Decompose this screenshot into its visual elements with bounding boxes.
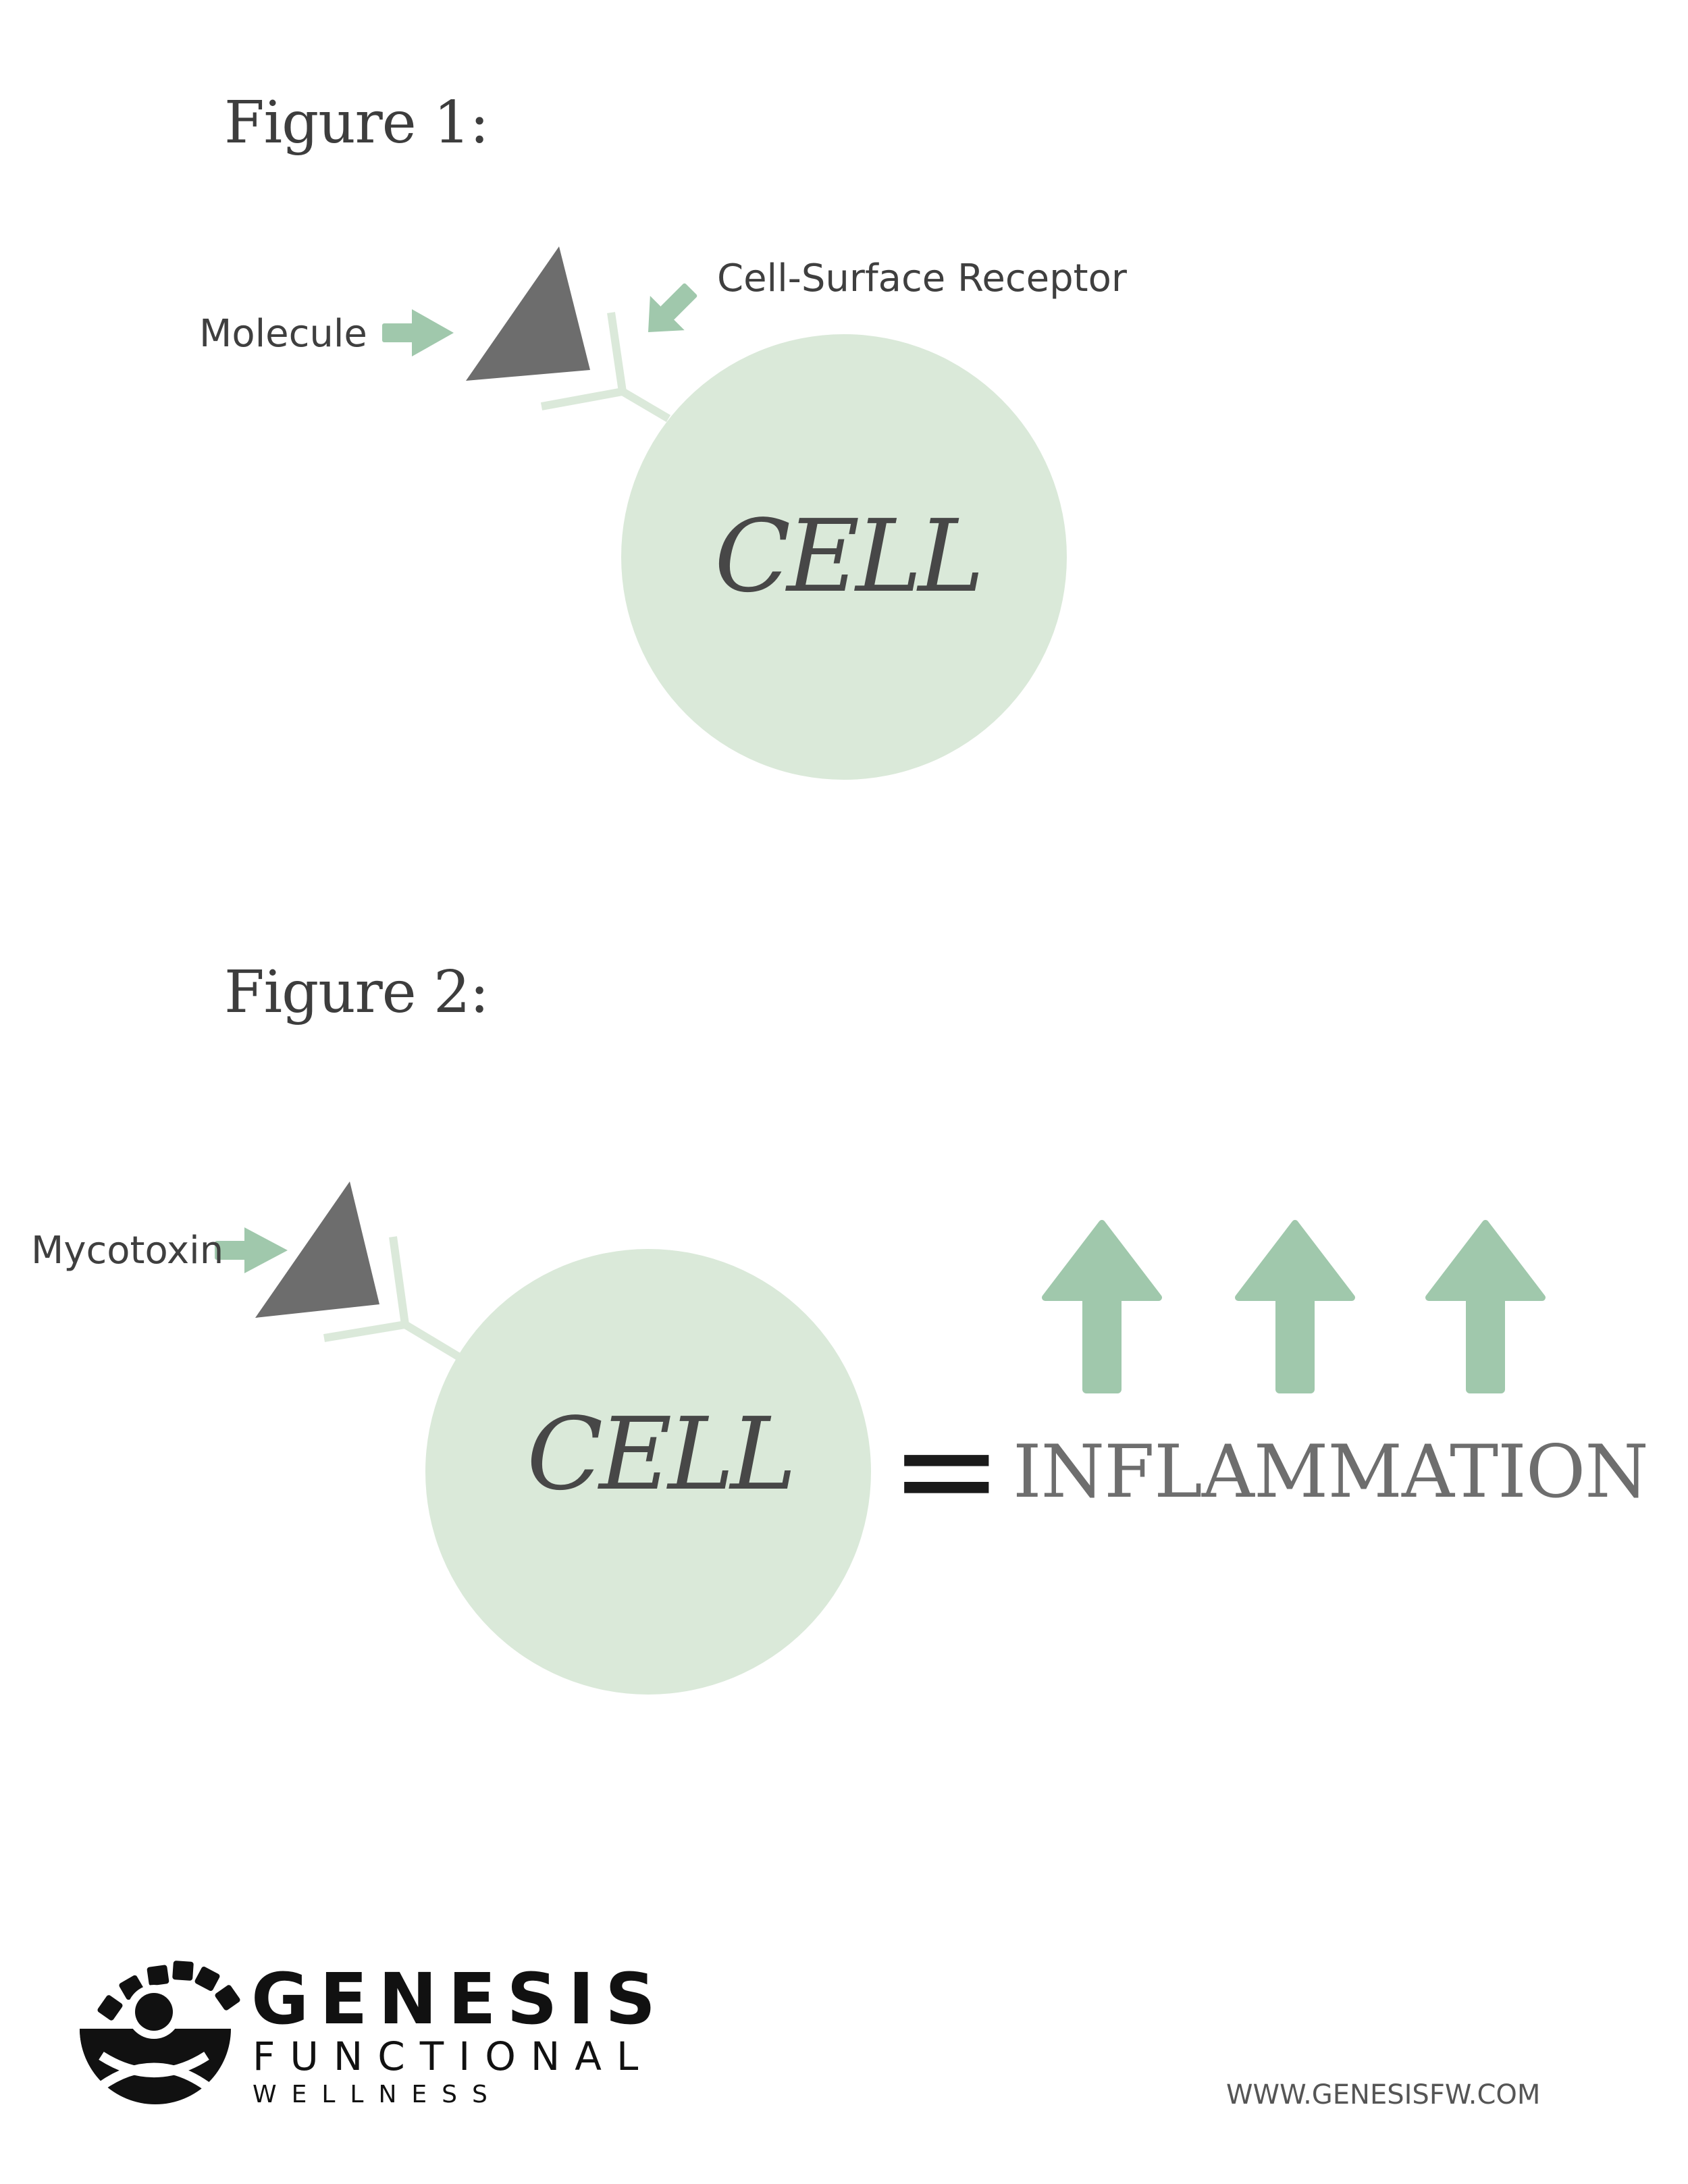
inflammation-label: INFLAMMATION — [1013, 1430, 1649, 1514]
cell-circle-fig2 — [425, 1249, 871, 1695]
receptor-label: Cell-Surface Receptor — [717, 257, 1127, 300]
cell-surface-receptor-fig2 — [323, 1236, 462, 1361]
cell-label-fig2: CELL — [527, 1396, 797, 1512]
figure1-title: Figure 1: — [224, 89, 490, 157]
mycotoxin-arrow-fig2 — [215, 1227, 288, 1273]
mycotoxin-triangle-fig2 — [255, 1181, 379, 1318]
brand-wellness: WELLNESS — [253, 2081, 502, 2108]
equals-sign: = — [890, 1391, 1003, 1549]
website-url[interactable]: WWW.GENESISFW.COM — [1226, 2079, 1541, 2110]
molecule-label: Molecule — [199, 312, 367, 356]
molecule-triangle-fig1 — [466, 246, 590, 381]
cell-label-fig1: CELL — [714, 498, 984, 614]
mycotoxin-label: Mycotoxin — [31, 1229, 224, 1273]
molecule-arrow-fig1 — [382, 309, 454, 356]
cell-circle-fig1 — [621, 334, 1067, 780]
inflammation-up-arrow-2 — [1235, 1220, 1355, 1393]
inflammation-up-arrow-3 — [1425, 1220, 1546, 1393]
brand-name: GENESIS — [251, 1958, 666, 2040]
inflammation-up-arrow-1 — [1042, 1220, 1162, 1393]
brand-functional: FUNCTIONAL — [253, 2033, 654, 2079]
cell-surface-receptor-fig1 — [540, 312, 671, 423]
figure2-title: Figure 2: — [224, 959, 490, 1026]
genesis-lotus-logo-icon — [80, 1961, 240, 2104]
receptor-arrow-fig1 — [648, 283, 697, 332]
